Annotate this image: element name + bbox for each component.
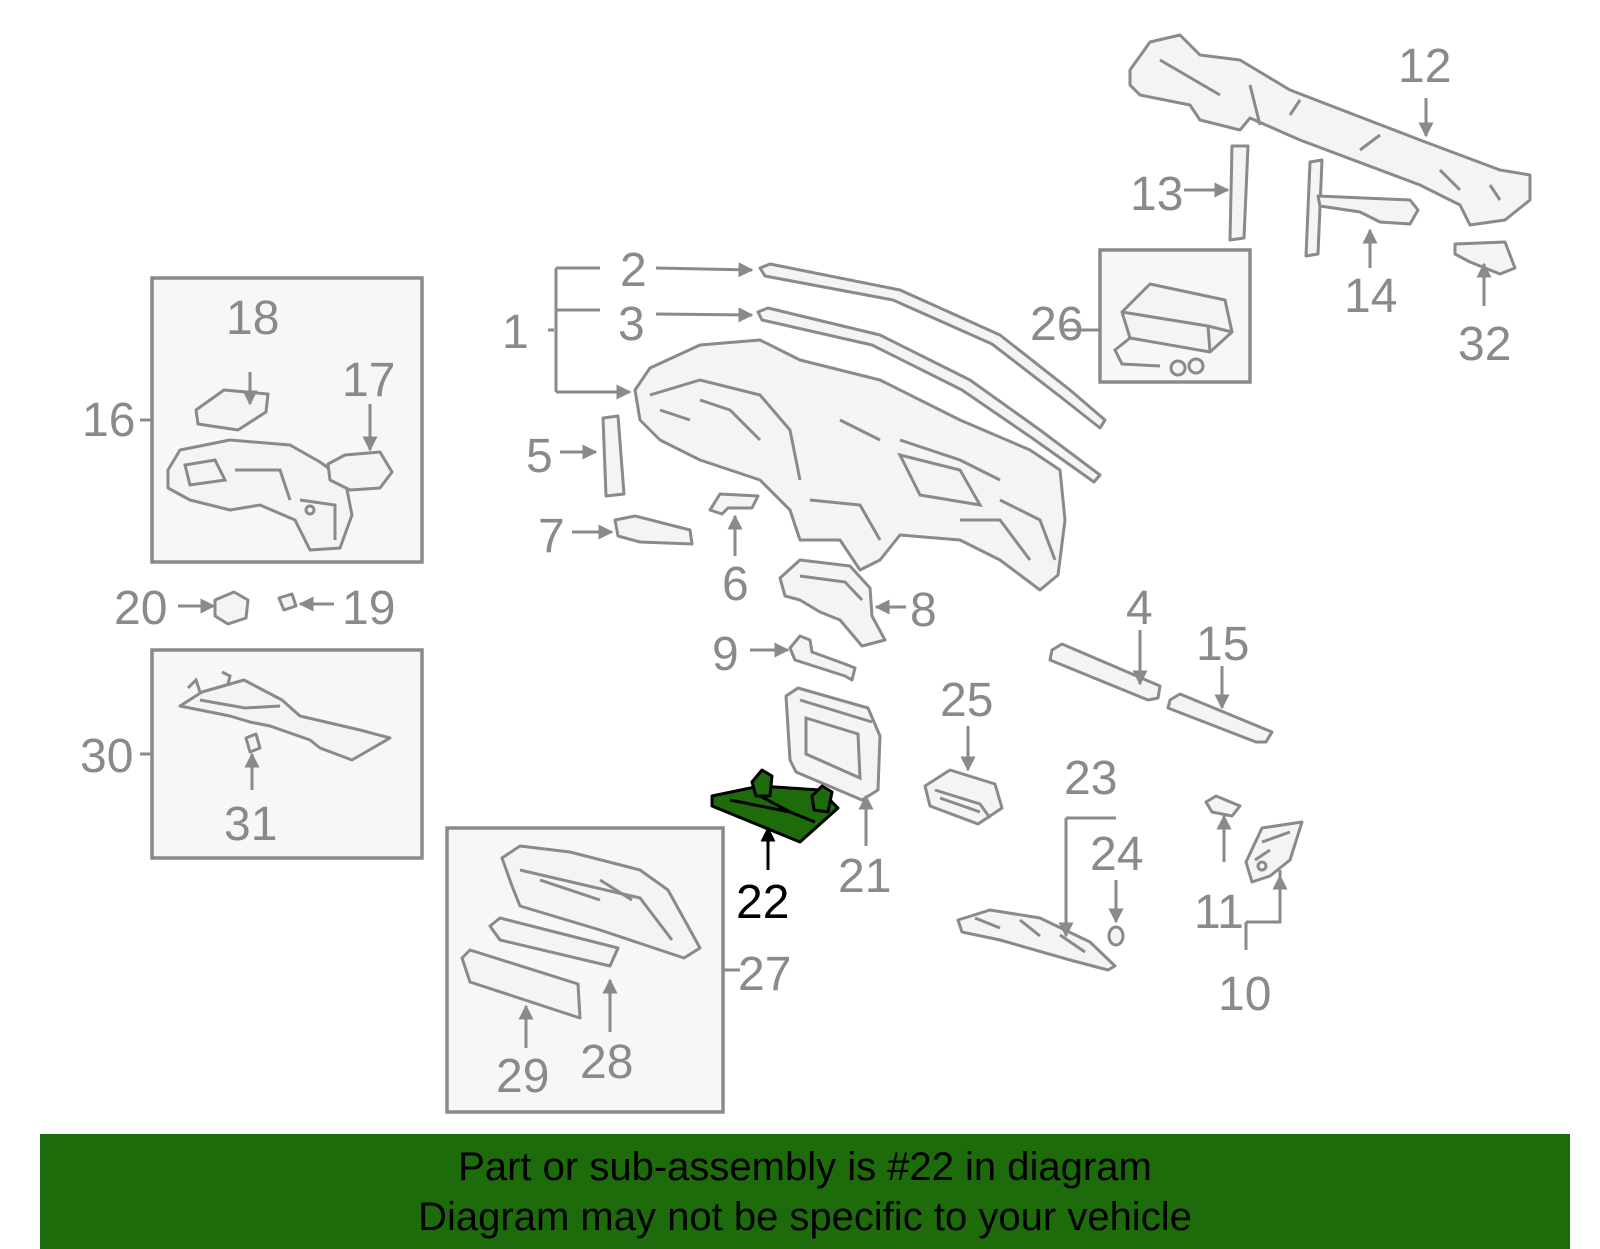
part-4-strip xyxy=(1048,642,1162,702)
label-26: 26 xyxy=(1030,298,1083,351)
label-30: 30 xyxy=(80,730,133,783)
part-23 xyxy=(956,908,1117,972)
part-27-glovebox xyxy=(500,844,702,960)
info-banner: Part or sub-assembly is #22 in diagram D… xyxy=(40,1134,1570,1249)
part-5 xyxy=(601,414,626,498)
part-3-strip xyxy=(756,306,1102,484)
leader-lines xyxy=(140,98,1492,1048)
part-29-trim xyxy=(460,948,582,1020)
part-22-tab-left xyxy=(750,768,774,798)
part-16-meter-visor xyxy=(166,438,354,552)
label-20: 20 xyxy=(114,582,167,635)
part-11 xyxy=(1204,794,1242,818)
label-13: 13 xyxy=(1130,168,1183,221)
label-8: 8 xyxy=(910,584,937,637)
part-25-vent xyxy=(923,768,1004,826)
label-11: 11 xyxy=(1194,886,1244,939)
label-7: 7 xyxy=(538,510,565,563)
label-15: 15 xyxy=(1196,618,1249,671)
label-14: 14 xyxy=(1344,270,1397,323)
part-24-clip xyxy=(1107,925,1125,947)
part-22-highlighted xyxy=(710,768,840,844)
banner-line-1: Part or sub-assembly is #22 in diagram xyxy=(458,1144,1152,1189)
part-13 xyxy=(1228,144,1250,242)
banner-line-2: Diagram may not be specific to your vehi… xyxy=(418,1194,1192,1239)
label-27: 27 xyxy=(738,948,791,1001)
label-3: 3 xyxy=(618,298,645,351)
callout-labels: 1 2 3 4 5 6 7 8 9 10 11 12 13 14 15 16 1… xyxy=(80,40,1511,1103)
label-28: 28 xyxy=(580,1036,633,1089)
part-28-lid xyxy=(488,916,620,968)
part-19-clip xyxy=(277,592,298,612)
part-1-instrument-panel xyxy=(633,338,1067,592)
label-17: 17 xyxy=(342,354,395,407)
label-29: 29 xyxy=(496,1050,549,1103)
box-30 xyxy=(150,648,424,860)
part-22-tab-right xyxy=(810,784,834,814)
part-14 xyxy=(1304,158,1420,258)
label-22: 22 xyxy=(736,876,789,929)
label-4: 4 xyxy=(1126,582,1153,635)
part-17 xyxy=(326,450,394,492)
label-23: 23 xyxy=(1064,752,1117,805)
label-6: 6 xyxy=(722,558,749,611)
part-7 xyxy=(613,514,694,546)
label-19: 19 xyxy=(342,582,395,635)
box-16 xyxy=(150,276,424,564)
label-5: 5 xyxy=(526,430,553,483)
label-10: 10 xyxy=(1218,968,1271,1021)
label-1: 1 xyxy=(502,306,529,359)
part-20-clip xyxy=(213,590,250,626)
label-16: 16 xyxy=(82,394,135,447)
part-8 xyxy=(778,558,887,648)
part-15-strip xyxy=(1166,692,1274,744)
label-31: 31 xyxy=(224,798,277,851)
part-6 xyxy=(708,492,760,516)
label-18: 18 xyxy=(226,292,279,345)
part-31-clip xyxy=(244,732,262,754)
label-24: 24 xyxy=(1090,828,1143,881)
label-21: 21 xyxy=(838,850,891,903)
label-25: 25 xyxy=(940,674,993,727)
part-10-panel xyxy=(1244,820,1304,884)
label-12: 12 xyxy=(1398,40,1451,93)
part-26-airbag xyxy=(1113,282,1234,377)
label-32: 32 xyxy=(1458,318,1511,371)
part-9 xyxy=(788,634,857,682)
part-2-strip xyxy=(758,262,1107,430)
label-9: 9 xyxy=(712,628,739,681)
part-32 xyxy=(1453,240,1517,276)
part-30 xyxy=(178,670,392,762)
part-12-beam xyxy=(1128,33,1532,227)
part-21 xyxy=(784,686,882,802)
label-2: 2 xyxy=(620,244,647,297)
